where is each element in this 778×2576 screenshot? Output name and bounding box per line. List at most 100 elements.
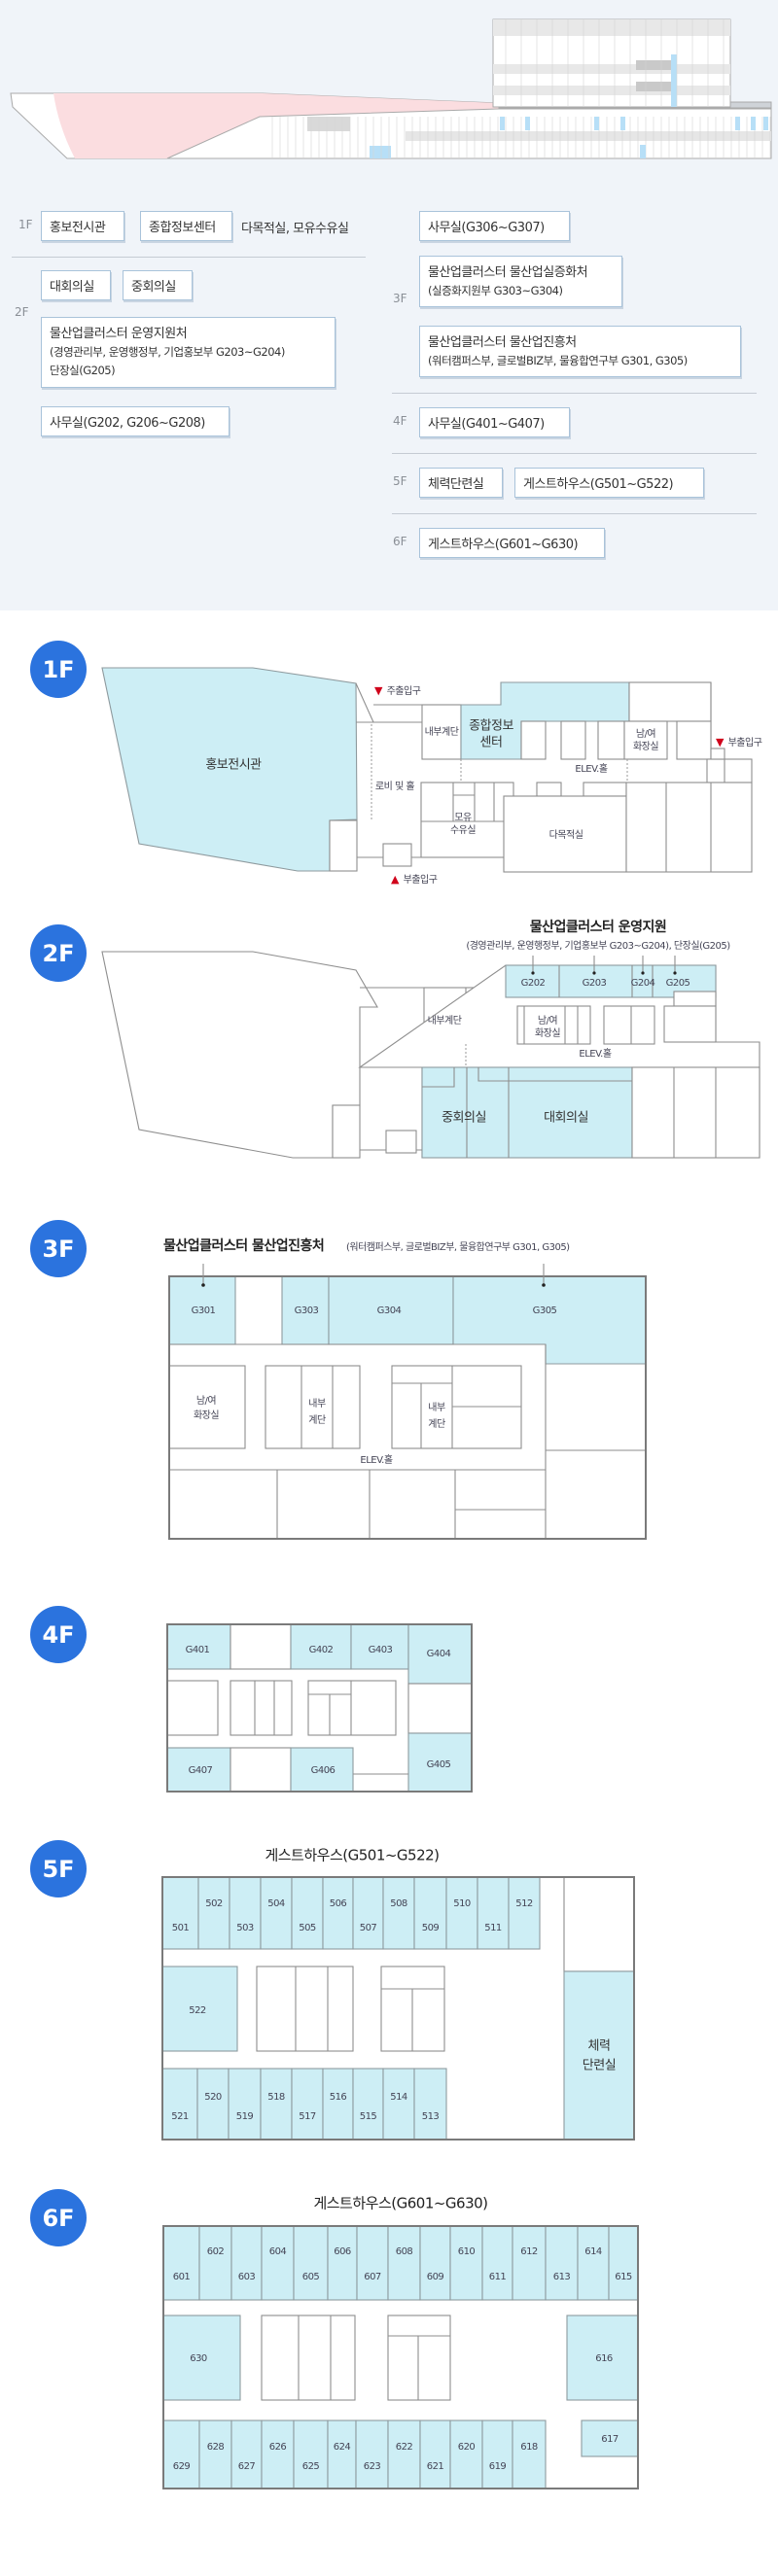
guest-room[interactable] [387,2225,421,2301]
guest-room[interactable] [230,2419,263,2489]
room-g305[interactable] [452,1275,647,1365]
room-g402[interactable] [290,1623,352,1670]
room-617[interactable] [581,2419,639,2457]
guest-room[interactable] [261,2419,295,2489]
guest-room[interactable] [260,2068,293,2141]
room-616[interactable] [566,2315,639,2401]
elevator-hall-label: ELEV.홀 [579,1047,611,1060]
guest-room[interactable] [382,1876,415,1950]
legend-support-title: 물산업클러스터 운영지원처 [50,327,188,341]
guest-room[interactable] [352,1876,384,1950]
guest-room[interactable] [508,1876,541,1950]
guest-room[interactable] [413,1876,447,1950]
operations-support-offices[interactable] [505,964,717,998]
room-g401[interactable] [166,1623,231,1670]
guest-room[interactable] [228,2068,262,2141]
room-label: 623 [364,2461,381,2472]
guest-room[interactable] [327,2225,358,2301]
guest-room[interactable] [261,2225,295,2301]
guest-room[interactable] [449,2225,483,2301]
legend-gym[interactable]: 체력단련실 [419,468,503,498]
guest-room[interactable] [355,2419,389,2489]
room-g403[interactable] [350,1623,409,1670]
legend-promotion-dept[interactable]: 물산업클러스터 물산업진흥처 (워터캠퍼스부, 글로벌BIZ부, 물융합연구부 … [419,326,741,377]
exhibition-hall-area[interactable] [101,667,358,872]
room-522[interactable] [161,1966,238,2052]
floor-plan-3f: 물산업클러스터 물산업진흥처 (워터캠퍼스부, 글로벌BIZ부, 물융합연구부 … [163,1237,647,1540]
multipurpose-room-area[interactable] [503,795,627,873]
legend-4f-office[interactable]: 사무실(G401~G407) [419,407,570,437]
conference-rooms[interactable] [421,1066,633,1159]
guest-room[interactable] [327,2419,357,2489]
room-label: 606 [334,2246,351,2257]
guest-room[interactable] [577,2225,610,2301]
guest-room[interactable] [608,2225,639,2301]
legend-floor-2f: 2F [15,305,29,319]
guest-room[interactable] [449,2419,483,2489]
guest-room[interactable] [293,2225,329,2301]
guest-room[interactable] [413,2068,447,2141]
guest-room[interactable] [161,2068,198,2141]
guest-room[interactable] [512,2225,547,2301]
legend-6f-guesthouse[interactable]: 게스트하우스(G601~G630) [419,528,605,558]
room-label: 612 [520,2246,538,2257]
room-g303[interactable] [281,1275,330,1345]
room-g304[interactable] [328,1275,454,1345]
guest-room[interactable] [419,2225,451,2301]
gym-room[interactable] [563,1970,635,2141]
guest-room[interactable] [198,2225,232,2301]
guest-room[interactable] [162,2419,200,2489]
info-center-area[interactable] [460,681,630,760]
guest-room[interactable] [382,2068,415,2141]
room-label: 610 [458,2246,476,2257]
legend-demonstration-dept[interactable]: 물산업클러스터 물산업실증화처 (실증화지원부 G303~G304) [419,256,622,307]
guest-room[interactable] [322,1876,354,1950]
guest-room[interactable] [356,2225,389,2301]
guest-room[interactable] [230,2225,263,2301]
room-label: 504 [267,1898,285,1909]
legend-mid-conference[interactable]: 중회의실 [123,270,193,300]
guest-room[interactable] [196,2068,230,2141]
guest-room[interactable] [198,2419,232,2489]
room-g301[interactable] [168,1275,236,1345]
divider [392,393,757,394]
guest-room[interactable] [291,2068,324,2141]
stairs-label: 내부계단 [425,726,459,738]
guest-room[interactable] [197,1876,230,1950]
guest-room[interactable] [322,2068,354,2141]
legend-info-center[interactable]: 종합정보센터 [140,211,232,241]
room-label-617: 617 [601,2434,619,2445]
operations-support-title: 물산업클러스터 운영지원 [530,919,667,935]
guest-room[interactable] [293,2419,329,2489]
room-630[interactable] [162,2315,241,2401]
room-g407[interactable] [166,1747,231,1793]
legend-2f-office[interactable]: 사무실(G202, G206~G208) [41,406,230,436]
guest-room[interactable] [481,2419,513,2489]
guest-room[interactable] [387,2419,421,2489]
legend-large-conference[interactable]: 대회의실 [41,270,111,300]
legend-promo-title: 물산업클러스터 물산업진흥처 [428,334,577,350]
guest-room[interactable] [419,2419,451,2489]
guest-room[interactable] [445,1876,478,1950]
guest-room[interactable] [260,1876,293,1950]
legend-operations-support[interactable]: 물산업클러스터 운영지원처 (경영관리부, 운영행정부, 기업홍보부 G203~… [41,317,336,388]
legend-exhibition-hall[interactable]: 홍보전시관 [41,211,124,241]
room-g406[interactable] [290,1747,354,1793]
stairs-label: 내부 [428,1402,445,1413]
guest-room[interactable] [162,2225,200,2301]
guest-room[interactable] [291,1876,324,1950]
divider [12,257,366,258]
guesthouse-6f-title: 게스트하우스(G601~G630) [313,2195,487,2212]
guest-room[interactable] [545,2225,579,2301]
room-label-g404: G404 [427,1649,451,1659]
guest-room[interactable] [477,1876,510,1950]
guest-room[interactable] [161,1876,199,1950]
guest-room[interactable] [352,2068,384,2141]
room-g405[interactable] [407,1732,473,1793]
guest-room[interactable] [229,1876,262,1950]
guest-room[interactable] [512,2419,547,2489]
room-g404[interactable] [407,1623,473,1685]
legend-3f-office[interactable]: 사무실(G306~G307) [419,211,570,241]
guest-room[interactable] [481,2225,513,2301]
legend-5f-guesthouse[interactable]: 게스트하우스(G501~G522) [514,468,704,498]
